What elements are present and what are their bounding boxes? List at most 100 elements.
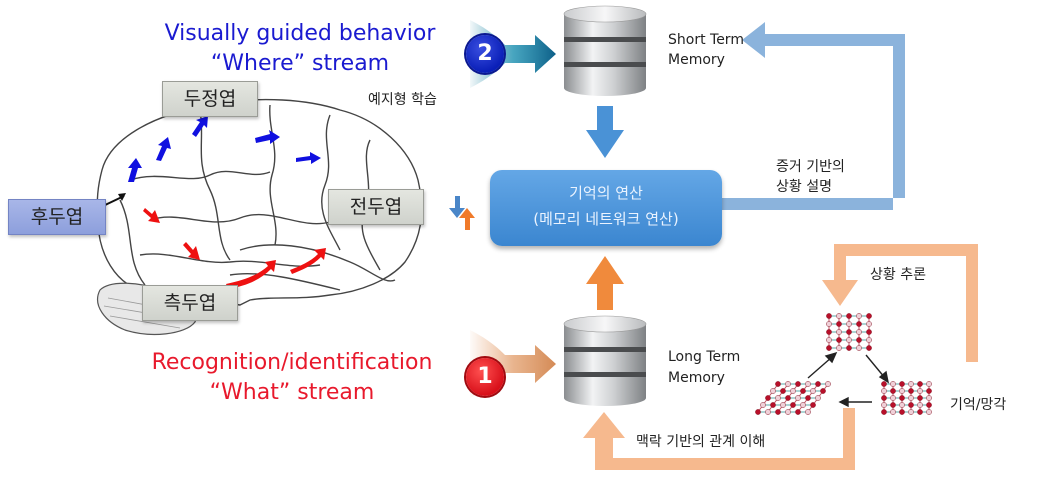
network-node xyxy=(846,345,852,351)
network-node xyxy=(826,313,832,319)
network-node xyxy=(770,402,776,408)
network-node xyxy=(856,345,862,351)
network-node xyxy=(765,395,771,401)
network-node xyxy=(899,402,905,408)
network-node xyxy=(856,337,862,343)
network-node xyxy=(836,337,842,343)
badge-two: 2 xyxy=(466,35,504,73)
ltm-to-op-arrow xyxy=(586,256,624,310)
network-node xyxy=(846,321,852,327)
what-stream-title: Recognition/identification xyxy=(151,350,433,375)
network-node xyxy=(795,395,801,401)
network-node xyxy=(836,321,842,327)
network-cycle-arrows xyxy=(807,351,890,408)
network-node xyxy=(805,409,811,415)
evidence-label-line2: 상황 설명 xyxy=(776,179,832,195)
where-stream-title: Visually guided behavior xyxy=(164,21,436,46)
ltm-label-line2: Memory xyxy=(668,370,725,386)
network-node xyxy=(881,388,887,394)
network-node xyxy=(908,388,914,394)
bidirectional-small-arrow xyxy=(449,196,475,230)
network-node xyxy=(881,402,887,408)
what-stream-subtitle: “What” stream xyxy=(209,380,375,405)
network-node xyxy=(881,381,887,387)
situation-inference-arrow xyxy=(822,244,978,362)
stm-to-op-arrow xyxy=(586,106,624,158)
network-node xyxy=(908,381,914,387)
network-node xyxy=(866,313,872,319)
evidence-feedback-arrow xyxy=(722,22,905,210)
network-node xyxy=(815,395,821,401)
context-relation-arrow xyxy=(583,408,855,470)
network-node xyxy=(785,409,791,415)
network-node xyxy=(775,395,781,401)
network-node xyxy=(815,381,821,387)
network-node xyxy=(899,395,905,401)
network-node xyxy=(770,388,776,394)
network-node xyxy=(899,381,905,387)
network-node xyxy=(908,409,914,415)
network-node xyxy=(917,381,923,387)
where-stream-subtitle: “Where” stream xyxy=(210,51,390,76)
network-node xyxy=(826,345,832,351)
network-node xyxy=(908,402,914,408)
where-stream-arrows xyxy=(128,116,321,182)
network-node xyxy=(785,381,791,387)
network-node xyxy=(926,409,932,415)
network-node xyxy=(890,381,896,387)
short-term-memory-db-icon xyxy=(563,5,647,96)
network-node xyxy=(856,313,862,319)
badge-one: 1 xyxy=(466,358,504,396)
network-node xyxy=(810,388,816,394)
network-node xyxy=(805,395,811,401)
network-node xyxy=(775,409,781,415)
network-node xyxy=(820,388,826,394)
network-node xyxy=(836,313,842,319)
network-node xyxy=(917,388,923,394)
network-node xyxy=(866,321,872,327)
network-node xyxy=(775,381,781,387)
network-node xyxy=(826,321,832,327)
network-node xyxy=(856,329,862,335)
network-node xyxy=(926,402,932,408)
network-node xyxy=(926,395,932,401)
situation-inference-label: 상황 추론 xyxy=(870,267,926,283)
network-node xyxy=(917,409,923,415)
network-node xyxy=(836,345,842,351)
brain-illustration xyxy=(96,98,423,306)
memory-network-left-icon xyxy=(755,381,831,415)
network-node xyxy=(866,345,872,351)
network-node xyxy=(790,402,796,408)
network-node xyxy=(805,381,811,387)
network-node xyxy=(926,388,932,394)
lobe-occipital-label: 후두엽 xyxy=(8,199,106,235)
memory-operation-line1: 기억의 연산 xyxy=(569,184,643,202)
memory-operation-line2: (메모리 네트워크 연산) xyxy=(533,210,679,228)
network-node xyxy=(780,402,786,408)
network-node xyxy=(917,402,923,408)
network-node xyxy=(765,409,771,415)
network-node xyxy=(780,388,786,394)
network-node xyxy=(836,329,842,335)
network-node xyxy=(881,395,887,401)
memory-network-top-icon xyxy=(826,313,872,351)
memory-network-right-icon xyxy=(881,381,932,415)
network-node xyxy=(890,402,896,408)
network-node xyxy=(810,402,816,408)
context-relation-label: 맥락 기반의 관계 이해 xyxy=(636,434,766,450)
memory-forget-label: 기억/망각 xyxy=(950,397,1007,413)
network-node xyxy=(890,409,896,415)
predictive-learning-label: 예지형 학습 xyxy=(368,92,437,108)
network-node xyxy=(790,388,796,394)
network-node xyxy=(881,409,887,415)
ltm-label-line1: Long Term xyxy=(668,349,741,365)
network-node xyxy=(917,395,923,401)
network-node xyxy=(846,313,852,319)
lobe-temporal-label: 측두엽 xyxy=(142,285,238,321)
network-node xyxy=(899,388,905,394)
network-node xyxy=(926,381,932,387)
network-node xyxy=(846,337,852,343)
network-node xyxy=(856,321,862,327)
what-stream-arrows xyxy=(143,208,326,289)
stm-label-line1: Short Term xyxy=(668,32,744,48)
